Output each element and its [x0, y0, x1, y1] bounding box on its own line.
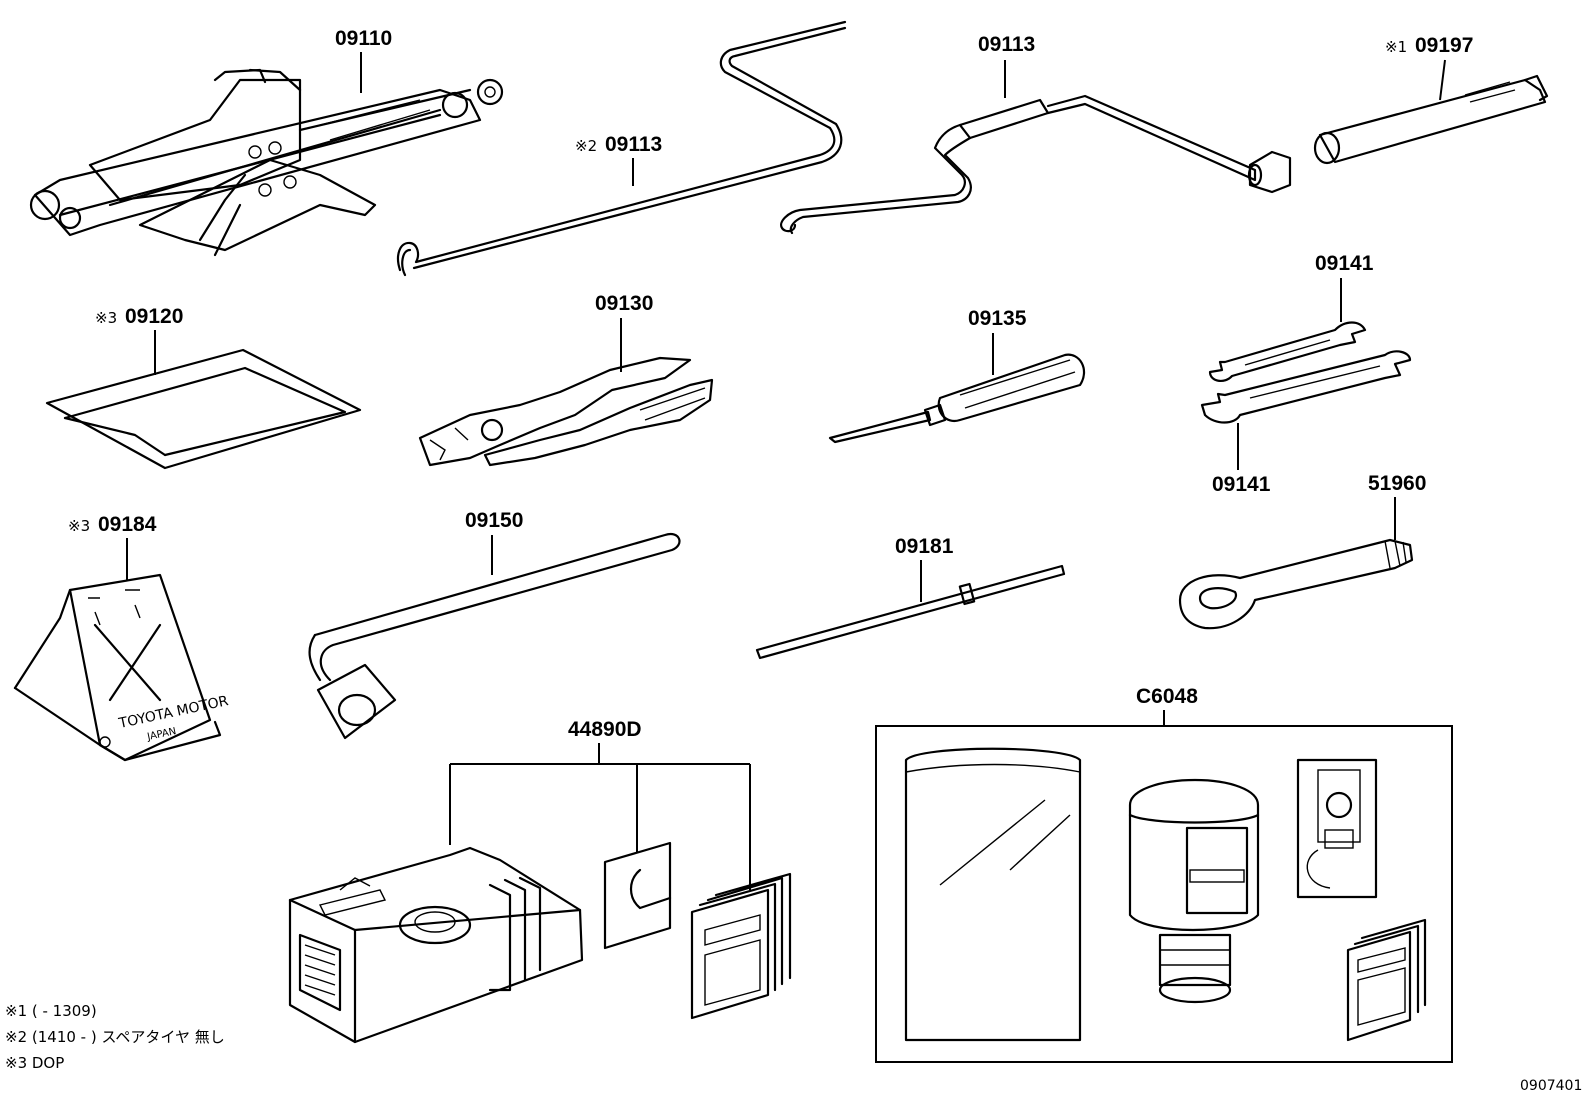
part-number-09113-rod: 09113: [605, 133, 662, 156]
screwdriver-illustration: [828, 353, 1086, 444]
spare-rod-illustration: [396, 20, 847, 277]
leader-line: [1439, 59, 1446, 101]
wrench-lower-illustration: [1200, 350, 1412, 424]
diagram-reference-code: 0907401: [1520, 1078, 1582, 1094]
part-number-09181: 09181: [895, 535, 954, 558]
part-number-09141-lower: 09141: [1212, 473, 1271, 496]
part-number-09184: 09184: [98, 513, 157, 536]
part-number-09113-handle: 09113: [978, 33, 1035, 56]
part-number-09130: 09130: [595, 292, 653, 315]
note-mark-09113-rod: ※2: [575, 137, 597, 155]
sealant-set-frame: [875, 725, 1453, 1063]
part-number-09110: 09110: [335, 27, 392, 50]
note-mark-09184: ※3: [68, 517, 90, 535]
part-number-09135: 09135: [968, 307, 1027, 330]
wrench-upper-illustration: [1208, 321, 1367, 382]
rod-illustration: [755, 564, 1066, 660]
warning-triangle-illustration: TOYOTA MOTOR JAPAN: [13, 573, 230, 762]
part-number-09120: 09120: [125, 305, 183, 328]
footnote-1: ※1 ( - 1309): [5, 1002, 97, 1020]
note-mark-09120: ※3: [95, 309, 117, 327]
sealant-bag-illustration: [904, 747, 1082, 1042]
pliers-illustration: [418, 356, 714, 467]
part-number-51960: 51960: [1368, 472, 1426, 495]
sealant-manual-illustration: [1346, 918, 1427, 1042]
note-mark-09197: ※1: [1385, 38, 1407, 56]
wheel-nut-wrench-illustration: [308, 532, 681, 740]
sealant-sheet-illustration: [603, 841, 672, 950]
part-number-09197: 09197: [1415, 34, 1473, 57]
part-number-09141-upper: 09141: [1315, 252, 1374, 275]
jack-handle-illustration: [780, 94, 1292, 235]
part-number-44890D: 44890D: [568, 718, 642, 741]
towing-eye-illustration: [1178, 538, 1414, 630]
repair-kit-bracket: [449, 743, 751, 890]
extension-bar-illustration: [1313, 74, 1549, 165]
manual-illustration: [690, 872, 792, 1020]
footnote-3: ※3 DOP: [5, 1054, 64, 1072]
part-number-09150: 09150: [465, 509, 523, 532]
jack-illustration: [29, 68, 504, 257]
tool-bag-illustration: [45, 348, 362, 470]
triangle-country-text: JAPAN: [145, 726, 177, 743]
compressor-illustration: [288, 846, 584, 1044]
part-number-C6048: C6048: [1136, 685, 1198, 708]
sealant-bottle-illustration: [1128, 778, 1260, 1004]
footnote-2: ※2 (1410 - ) スペアタイヤ 無し: [5, 1028, 225, 1046]
speed-sticker-illustration: [1296, 758, 1378, 899]
